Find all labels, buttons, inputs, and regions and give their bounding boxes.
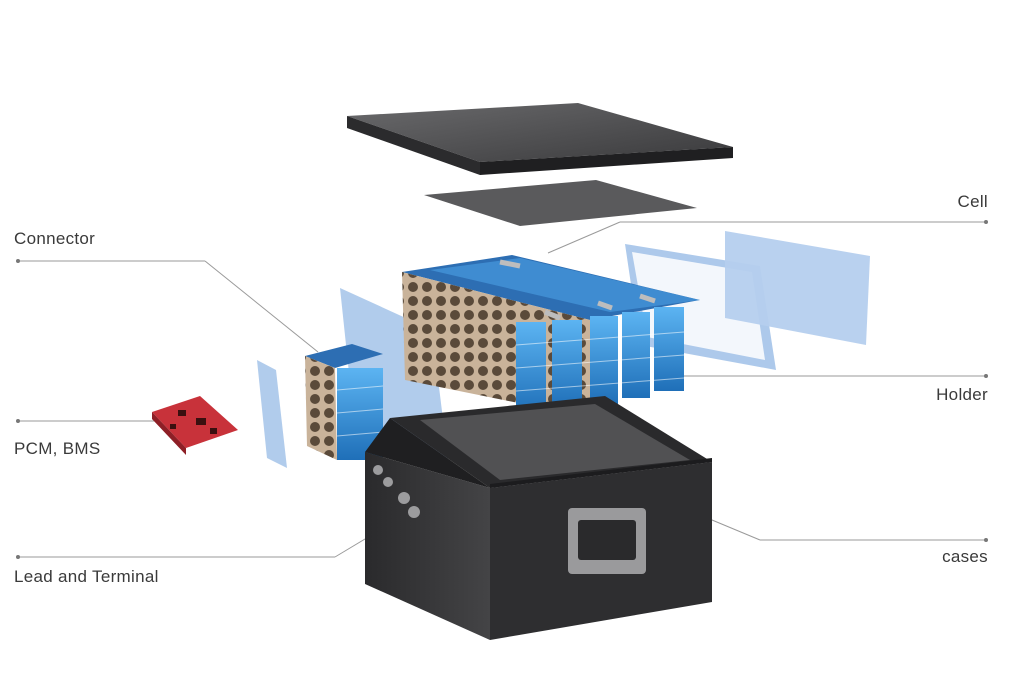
pcm-bms-board bbox=[152, 396, 238, 455]
cell-module bbox=[402, 255, 700, 418]
label-holder: Holder bbox=[936, 385, 988, 404]
leader-dots bbox=[16, 220, 988, 559]
terminals bbox=[373, 465, 420, 518]
label-cell: Cell bbox=[957, 192, 988, 211]
insulation-strip bbox=[257, 360, 287, 468]
cell-rows bbox=[516, 307, 684, 414]
label-connector: Connector bbox=[14, 229, 96, 248]
label-lead-terminal: Lead and Terminal bbox=[14, 567, 159, 586]
label-cases: cases bbox=[942, 547, 988, 566]
top-lid bbox=[347, 103, 733, 175]
label-pcm-bms: PCM, BMS bbox=[14, 439, 101, 458]
insulation-sheet bbox=[424, 180, 697, 226]
case-box bbox=[365, 396, 712, 640]
